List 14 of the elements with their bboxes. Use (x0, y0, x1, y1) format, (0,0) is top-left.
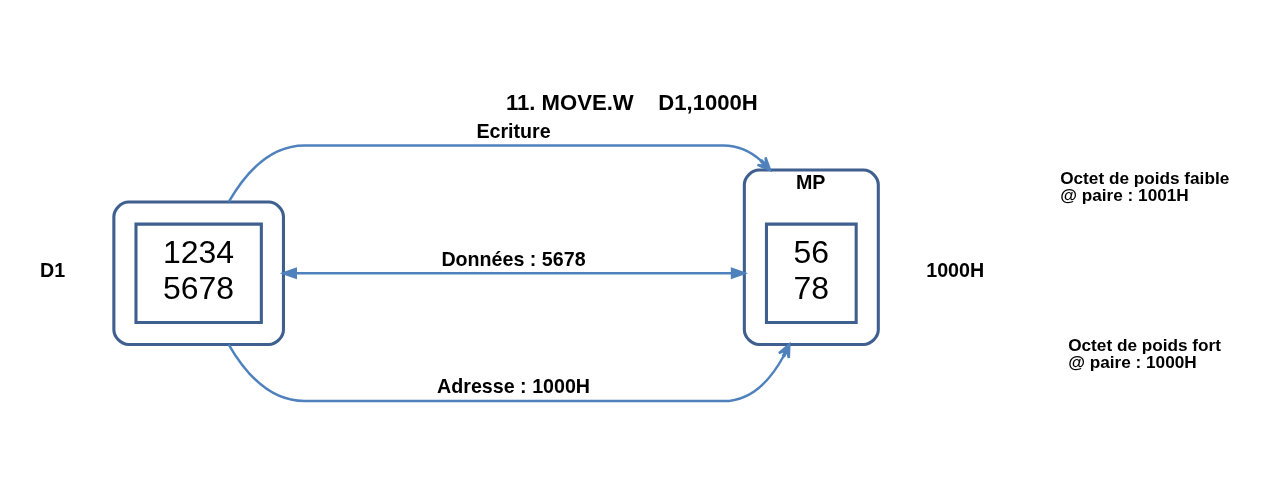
cluster (112, 200, 285, 347)
diagram-title: 11. MOVE.W D1,1000H (505, 90, 758, 116)
arrow (227, 144, 772, 203)
node-label: 1000H (926, 258, 985, 281)
arrow (279, 267, 749, 280)
node-label: D1 (40, 258, 66, 281)
arrow (227, 343, 791, 403)
node-box: 1234 5678 (134, 222, 263, 324)
edge-label: Adresse : 1000H (437, 375, 591, 398)
edge-label: Ecriture (476, 119, 551, 142)
node-box: 56 78 (764, 222, 858, 324)
label: Octet de poids fort @ paire : 1000H (1068, 334, 1221, 373)
edge-label: Données : 5678 (441, 247, 586, 270)
label: Octet de poids faible @ paire : 1001H (1060, 167, 1230, 205)
